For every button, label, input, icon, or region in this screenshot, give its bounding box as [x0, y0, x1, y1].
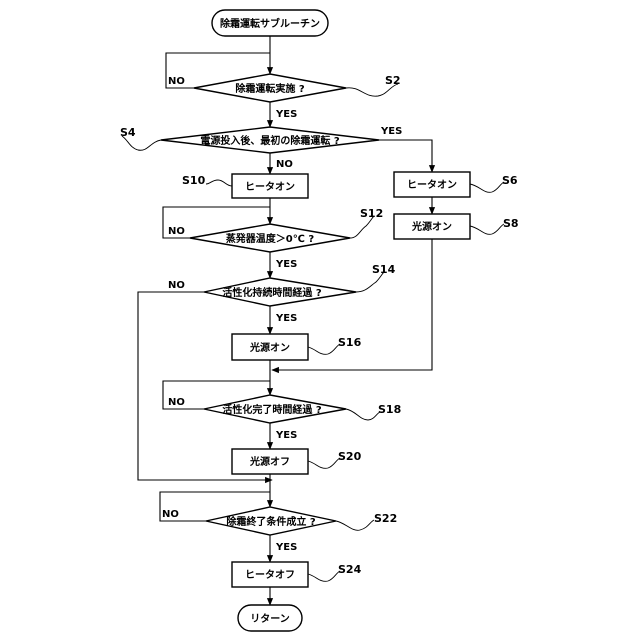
s2-no-label: NO	[168, 76, 185, 87]
process-s16: 光源オン	[232, 334, 308, 360]
decision-s14: 活性化持続時間経過 ?	[204, 278, 356, 306]
process-s6-label: ヒータオン	[407, 179, 457, 191]
decision-s18: 活性化完了時間経過 ?	[204, 395, 346, 423]
step-leaders	[122, 84, 504, 581]
process-s16-label: 光源オン	[249, 341, 290, 354]
s12-no-label: NO	[168, 226, 185, 237]
start-terminal: 除霜運転サブルーチン	[212, 10, 328, 36]
process-s10-label: ヒータオン	[245, 181, 295, 193]
process-s24: ヒータオフ	[232, 562, 308, 587]
end-label: リターン	[250, 613, 290, 625]
s22-no-label: NO	[162, 509, 179, 520]
s2-yes-label: YES	[275, 109, 297, 120]
step-id-s16: S16	[338, 336, 362, 349]
process-s20: 光源オフ	[232, 449, 308, 474]
step-id-s6: S6	[502, 174, 518, 187]
step-id-s18: S18	[378, 403, 401, 416]
s14-yes-label: YES	[275, 313, 297, 324]
decision-s4-label: 電源投入後、最初の除霜運転 ?	[200, 134, 339, 147]
decision-s12: 蒸発器温度＞0℃ ?	[190, 224, 350, 252]
decision-s12-label: 蒸発器温度＞0℃ ?	[226, 232, 315, 245]
decision-s22-label: 除霜終了条件成立 ?	[226, 515, 315, 528]
step-id-s14: S14	[372, 263, 396, 276]
step-id-s24: S24	[338, 563, 362, 576]
s18-no-label: NO	[168, 397, 185, 408]
decision-s18-label: 活性化完了時間経過 ?	[222, 403, 321, 416]
step-id-s2: S2	[385, 74, 401, 87]
decision-s22: 除霜終了条件成立 ?	[206, 507, 336, 535]
step-id-s10: S10	[182, 174, 206, 187]
step-id-s12: S12	[360, 207, 383, 220]
decision-s2: 除霜運転実施 ?	[194, 74, 346, 102]
s18-yes-label: YES	[275, 430, 297, 441]
process-s8: 光源オン	[394, 214, 470, 239]
s12-yes-label: YES	[275, 259, 297, 270]
s14-no-label: NO	[168, 280, 185, 291]
s4-no-label: NO	[276, 159, 293, 170]
decision-s4: 電源投入後、最初の除霜運転 ?	[161, 127, 379, 153]
step-id-s20: S20	[338, 450, 362, 463]
process-s6: ヒータオン	[394, 172, 470, 197]
s4-yes-label: YES	[380, 126, 402, 137]
process-s24-label: ヒータオフ	[245, 569, 295, 581]
step-ids: S2 S4 S6 S8 S10 S12 S14 S16 S18 S20 S22 …	[120, 74, 519, 576]
edge-s4-yes	[379, 140, 432, 172]
step-id-s22: S22	[374, 512, 397, 525]
end-terminal: リターン	[238, 605, 302, 631]
decision-s14-label: 活性化持続時間経過 ?	[222, 286, 321, 299]
process-s10: ヒータオン	[232, 174, 308, 198]
step-id-s4: S4	[120, 126, 136, 139]
start-label: 除霜運転サブルーチン	[220, 17, 320, 30]
decision-s2-label: 除霜運転実施 ?	[235, 82, 304, 95]
step-id-s8: S8	[503, 217, 519, 230]
process-s8-label: 光源オン	[411, 220, 452, 233]
s22-yes-label: YES	[275, 542, 297, 553]
process-s20-label: 光源オフ	[249, 455, 290, 468]
